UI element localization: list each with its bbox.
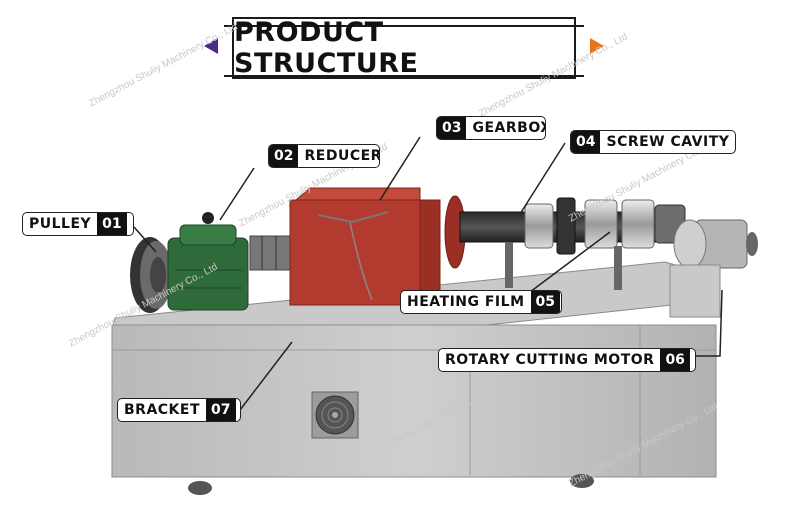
label-pulley: PULLEY 01: [22, 212, 134, 236]
pulley-wheel: [130, 237, 172, 313]
label-text: SCREW CAVITY: [606, 134, 730, 150]
label-heating-film: HEATING FILM 05: [400, 290, 562, 314]
label-rotary-cutting-motor: ROTARY CUTTING MOTOR 06: [438, 348, 696, 372]
label-number: 05: [530, 291, 560, 313]
title-frame: PRODUCT STRUCTURE: [224, 17, 584, 79]
cabinet-fan-icon: [311, 391, 359, 439]
label-text: ROTARY CUTTING MOTOR: [445, 352, 655, 368]
label-number: 07: [206, 399, 236, 421]
label-number: 03: [437, 117, 467, 139]
label-screw-cavity: 04 SCREW CAVITY: [570, 130, 736, 154]
screw-cavity-barrel: [459, 197, 686, 290]
label-number: 04: [571, 131, 601, 153]
label-reducer: 02 REDUCER: [268, 144, 380, 168]
label-gearbox: 03 GEARBOX: [436, 116, 546, 140]
label-text: REDUCER: [304, 148, 380, 164]
reducer-unit: [167, 212, 249, 311]
label-bracket: BRACKET 07: [117, 398, 241, 422]
right-arrow-icon: [590, 38, 604, 54]
label-text: BRACKET: [124, 402, 201, 418]
left-arrow-icon: [204, 38, 218, 54]
label-number: 06: [660, 349, 690, 371]
label-text: HEATING FILM: [407, 294, 525, 310]
label-text: PULLEY: [29, 216, 92, 232]
page-title: PRODUCT STRUCTURE: [234, 17, 419, 79]
rotary-cutting-motor: [669, 219, 758, 318]
gearbox-unit: [288, 187, 441, 306]
label-text: GEARBOX: [472, 120, 546, 136]
label-number: 02: [269, 145, 299, 167]
label-number: 01: [97, 213, 127, 235]
